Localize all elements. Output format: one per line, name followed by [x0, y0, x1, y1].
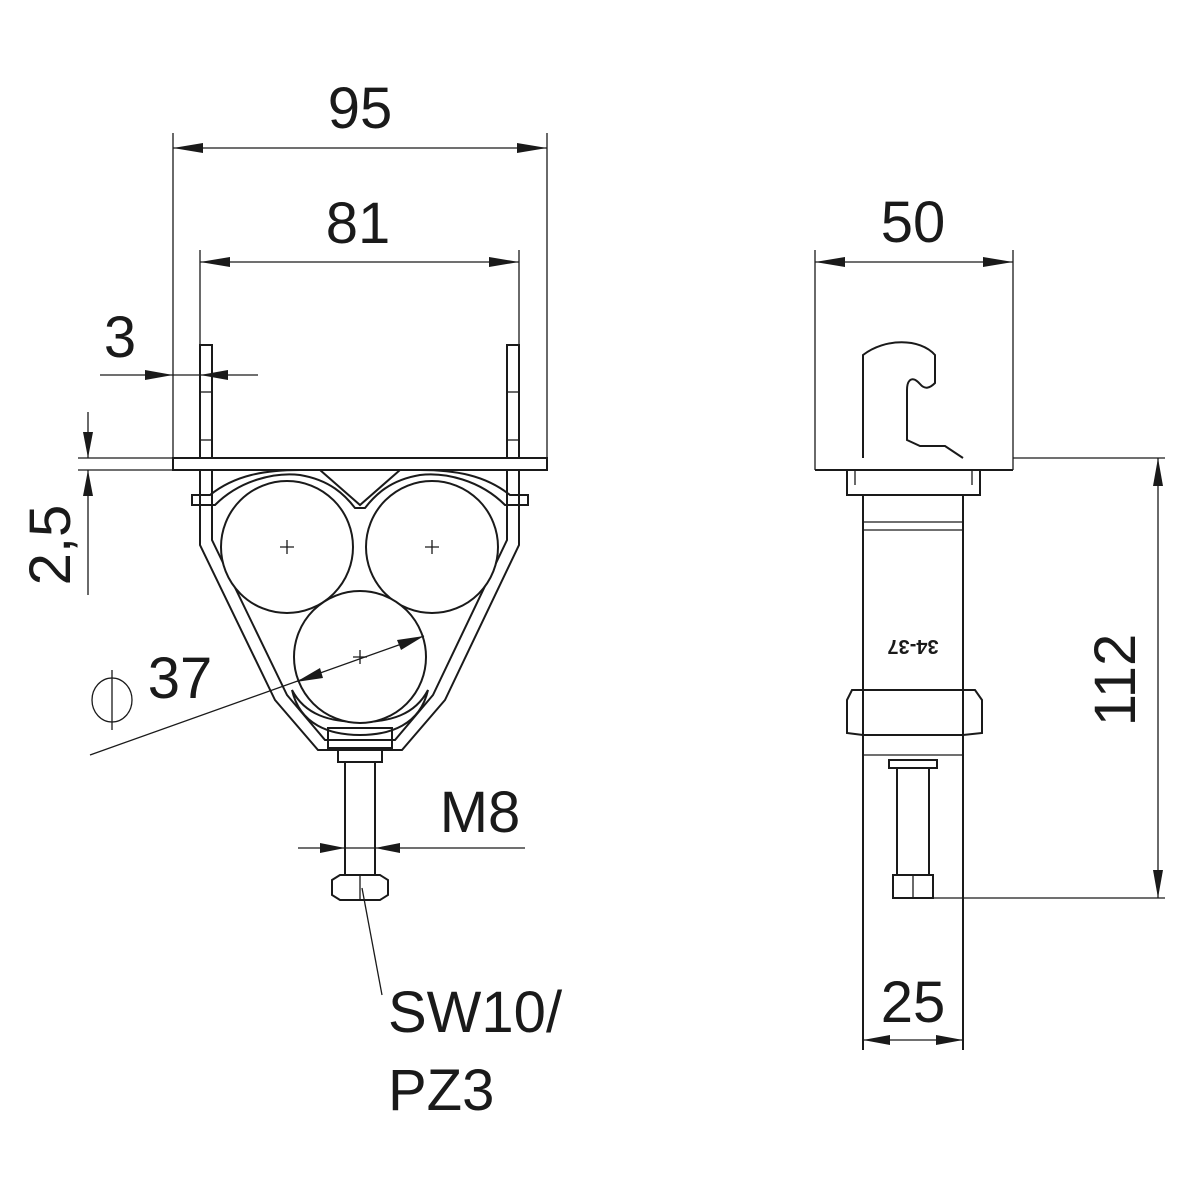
dim-cable-diameter: 37 — [148, 646, 213, 711]
size-marking: 34-37 — [887, 635, 938, 657]
drive-size-line2: PZ3 — [388, 1058, 494, 1123]
dim-height: 112 — [1083, 634, 1148, 726]
dim-bolt-width: 25 — [881, 970, 946, 1035]
dim-inner-width: 81 — [326, 191, 391, 256]
front-view: 95 81 3 2,5 — [18, 76, 563, 1123]
dim-thread: M8 — [440, 780, 521, 845]
dim-wall-thickness: 3 — [104, 305, 136, 370]
diameter-symbol-icon — [91, 670, 133, 730]
dim-plate-thickness: 2,5 — [18, 505, 83, 586]
dim-depth: 50 — [881, 190, 946, 255]
drive-size-line1: SW10/ — [388, 980, 563, 1045]
dim-overall-width: 95 — [328, 76, 393, 141]
side-view: 50 34-37 112 25 — [814, 190, 1165, 1050]
